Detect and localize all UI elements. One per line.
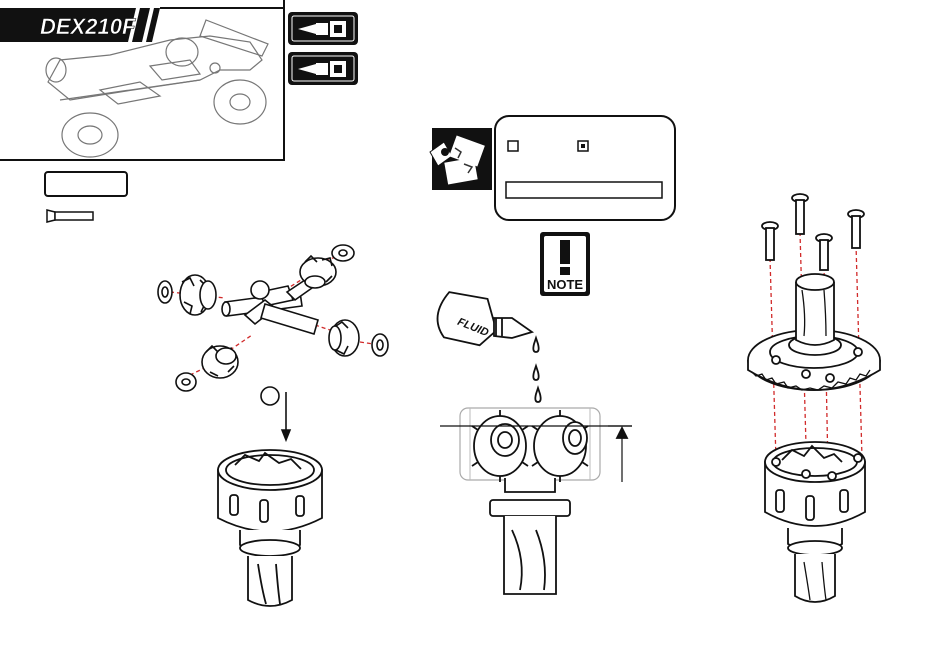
screw (848, 210, 864, 248)
screw-part-icon (47, 210, 93, 222)
model-panel: DEX210F (0, 0, 284, 160)
bevel-gear (300, 256, 336, 288)
diff-case-left (218, 450, 322, 606)
parts-bag-label (45, 172, 127, 196)
screw (816, 234, 832, 270)
reference-box (495, 116, 675, 220)
bevel-gear (180, 275, 216, 315)
model-name: DEX210F (40, 14, 136, 39)
note-icon: NOTE (540, 232, 590, 296)
diff-fill-illustration (440, 408, 632, 594)
manual-pages-icon (430, 128, 492, 190)
reference-bar (506, 182, 662, 198)
hex-driver-icon (288, 52, 358, 85)
bevel-gear (202, 346, 238, 378)
checkbox-empty (508, 141, 518, 151)
screw (792, 194, 808, 234)
bevel-gear (329, 320, 359, 356)
exploded-gear-assembly (158, 245, 388, 440)
fluid-bottle: FLUID (430, 284, 541, 402)
screw (762, 222, 778, 260)
screwdriver-icon (288, 12, 358, 45)
step-marker (261, 387, 279, 405)
diff-case-right (765, 442, 865, 602)
note-label: NOTE (547, 277, 583, 292)
step-marker (251, 281, 269, 299)
ring-gear-assembly (748, 194, 880, 470)
